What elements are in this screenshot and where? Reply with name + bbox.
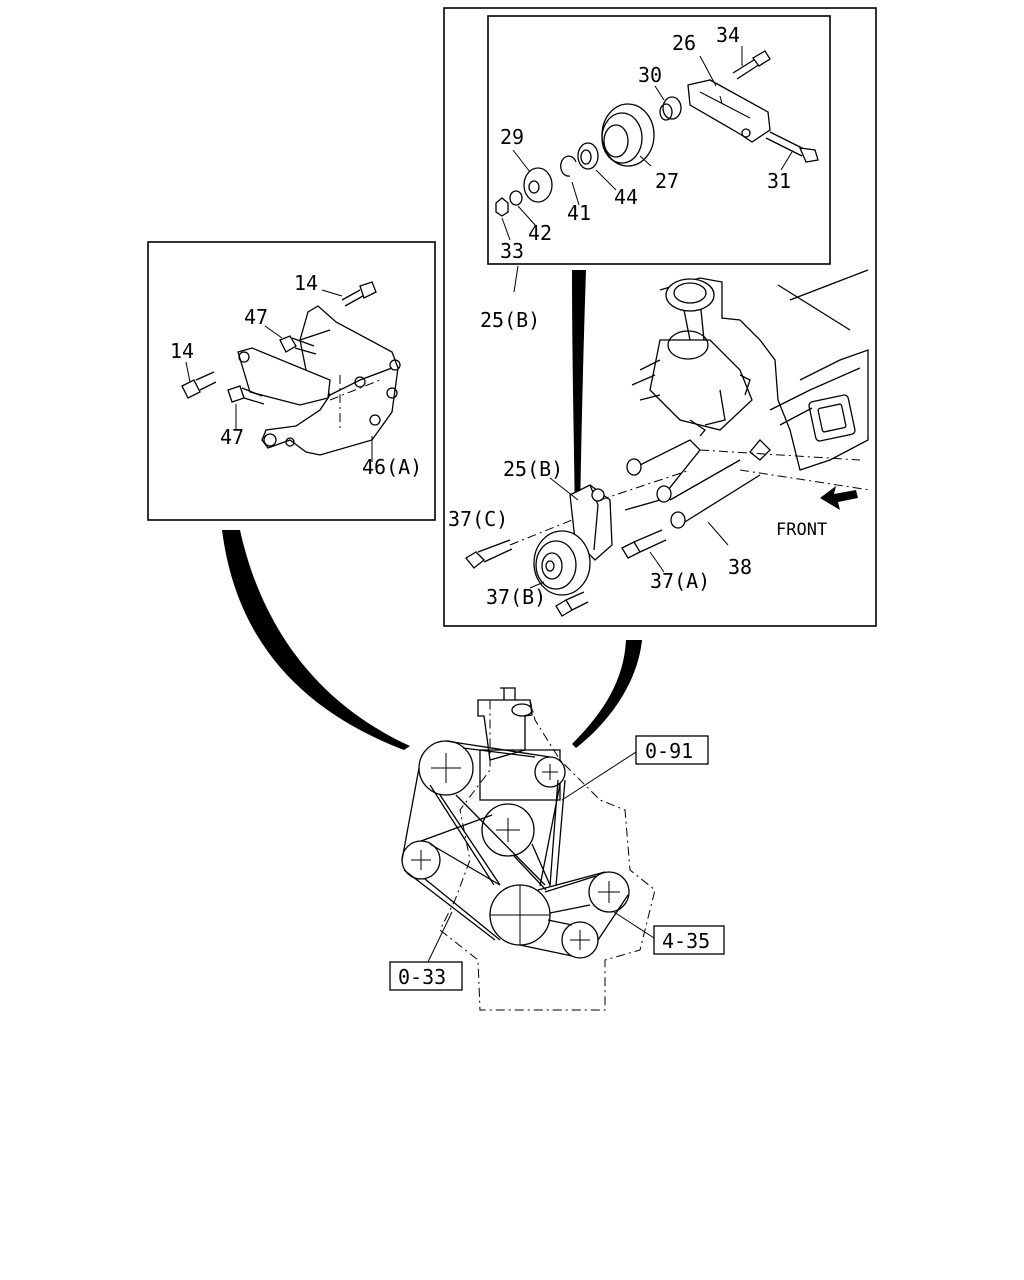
label-25b-mid: 25(B)	[503, 457, 563, 481]
bolt-37a	[621, 529, 667, 559]
snap-ring-41	[560, 155, 577, 177]
pulley-bottom-right	[561, 921, 599, 959]
engine-block-detail	[631, 269, 869, 471]
leaders-left	[185, 289, 373, 462]
exploded-pulley-inset	[487, 15, 831, 265]
pulley-crank	[489, 884, 551, 946]
bolt-31	[765, 131, 819, 163]
label-29: 29	[500, 125, 524, 149]
idler-pulley-25b	[533, 469, 691, 596]
bolt-47-bottom	[227, 385, 265, 405]
bolt-37c	[465, 519, 573, 569]
plate-29	[523, 167, 553, 203]
label-14-top: 14	[294, 271, 318, 295]
label-25b-top: 25(B)	[480, 308, 540, 332]
label-37b: 37(B)	[486, 585, 546, 609]
label-30: 30	[638, 63, 662, 87]
ref-leaders	[427, 751, 655, 963]
pulley-top-left	[418, 740, 474, 796]
connector-swoosh-left	[222, 530, 410, 750]
bracket-assembly-panel	[147, 241, 436, 521]
drive-belts	[401, 740, 629, 957]
label-27: 27	[655, 169, 679, 193]
pulley-center	[481, 803, 535, 857]
bearing-44	[577, 142, 599, 170]
label-37a: 37(A)	[650, 569, 710, 593]
ref-box-0-91	[635, 735, 709, 765]
bracket-46a	[237, 305, 401, 456]
bolt-47-top	[279, 335, 317, 355]
bolt-37b	[555, 591, 589, 617]
ref-0-33: 0-33	[398, 965, 446, 989]
ref-box-4-35	[653, 925, 725, 955]
bolt-14-left	[181, 371, 217, 399]
leaders-top	[501, 46, 793, 293]
label-44: 44	[614, 185, 638, 209]
nut-33	[495, 197, 509, 217]
ref-box-0-33	[389, 961, 463, 991]
label-42: 42	[528, 221, 552, 245]
label-26: 26	[672, 31, 696, 55]
label-47-top: 47	[244, 305, 268, 329]
ref-0-91: 0-91	[645, 739, 693, 763]
label-38: 38	[728, 555, 752, 579]
connector-swoosh-right	[572, 640, 642, 748]
label-14-left: 14	[170, 339, 194, 363]
label-41: 41	[567, 201, 591, 225]
idler-assembly-panel	[443, 7, 877, 627]
bracket-26	[687, 79, 771, 143]
bushing-30	[659, 96, 682, 121]
label-47-bottom: 47	[220, 425, 244, 449]
label-33: 33	[500, 239, 524, 263]
label-front: FRONT	[776, 520, 827, 540]
bolt-34	[732, 50, 771, 80]
pulley-27	[601, 103, 655, 167]
bolt-14-top	[341, 281, 377, 307]
front-arrow-icon	[820, 486, 858, 510]
label-46a: 46(A)	[362, 455, 422, 479]
engine-front-view	[439, 687, 656, 1011]
leaders-mid	[529, 477, 729, 589]
shaft-38	[624, 439, 871, 529]
pulley-top-right	[534, 756, 566, 788]
label-34: 34	[716, 23, 740, 47]
label-37c: 37(C)	[448, 507, 508, 531]
connector-swoosh-top	[572, 270, 586, 520]
ref-4-35: 4-35	[662, 929, 710, 953]
washer-42	[509, 190, 523, 206]
label-31: 31	[767, 169, 791, 193]
pulley-right	[588, 871, 630, 913]
